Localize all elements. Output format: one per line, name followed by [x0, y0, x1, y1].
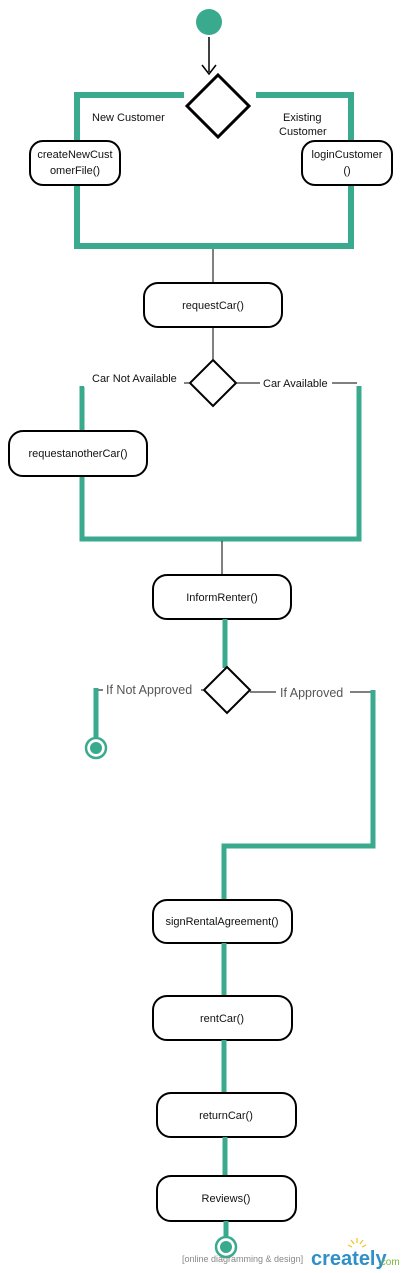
action-request-another-car — [8, 430, 148, 477]
creately-brand-suffix: .com — [378, 1257, 400, 1268]
action-create-new-customer-file — [29, 140, 121, 186]
action-inform-renter — [152, 574, 292, 620]
action-login-customer-label-2: () — [343, 165, 350, 177]
action-reviews-label: Reviews() — [202, 1193, 251, 1205]
action-create-new-customer-file-label-2: omerFile() — [50, 165, 100, 177]
customer-branch-frame — [74, 92, 354, 249]
action-request-car-label: requestCar() — [182, 300, 244, 312]
action-inform-renter-label: InformRenter() — [186, 592, 258, 604]
initial-node — [196, 9, 222, 35]
approved-flow — [221, 690, 376, 902]
guard-existing-customer-line1: Existing — [283, 112, 322, 124]
approval-decision-diamond — [202, 665, 252, 715]
guard-if-approved: If Approved — [280, 686, 343, 700]
action-create-new-customer-file-label-1: createNewCust — [37, 149, 112, 161]
guard-car-not-available: Car Not Available — [92, 373, 177, 385]
action-request-another-car-label: requestanotherCar() — [28, 448, 127, 460]
action-return-car-label: returnCar() — [199, 1110, 253, 1122]
arrow-head-icon — [201, 64, 217, 76]
sun-icon — [347, 1238, 367, 1248]
action-sign-rental-agreement-label: signRentalAgreement() — [165, 916, 278, 928]
creately-brand-text: creately — [311, 1248, 387, 1270]
guard-car-available: Car Available — [263, 378, 328, 390]
watermark-tagline: [online diagramming & design] — [182, 1254, 303, 1264]
action-login-customer — [301, 140, 393, 186]
guard-existing-customer-line2: Customer — [279, 126, 327, 138]
availability-decision-diamond — [188, 358, 238, 408]
guard-new-customer: New Customer — [92, 112, 165, 124]
action-login-customer-label-1: loginCustomer — [312, 149, 383, 161]
customer-decision-diamond — [184, 72, 252, 140]
guard-if-not-approved: If Not Approved — [106, 683, 192, 697]
action-rent-car-label: rentCar() — [200, 1013, 244, 1025]
creately-logo: creately .com — [311, 1238, 400, 1270]
